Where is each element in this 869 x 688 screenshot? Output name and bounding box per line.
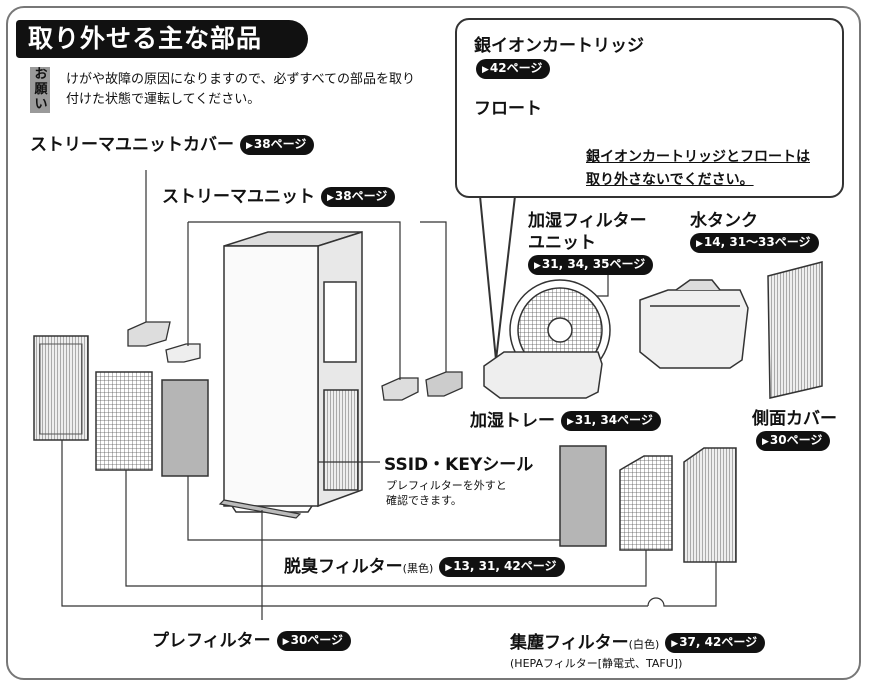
side-cover-ref[interactable]: 30ページ — [756, 431, 831, 451]
deodor-text: 脱臭フィルター — [284, 557, 403, 577]
callout-box — [455, 18, 844, 198]
streamer-unit-label: ストリーマユニット 38ページ — [162, 186, 396, 208]
deodor-label: 脱臭フィルター(黒色) 13, 31, 42ページ — [284, 556, 565, 580]
dust-filter-left — [33, 335, 89, 441]
warning-line-1: 銀イオンカートリッジとフロートは — [586, 149, 810, 165]
warning-line-2: 取り外さないでください。 — [586, 172, 754, 188]
humidifier-tray — [483, 351, 603, 399]
ssid-note-1: プレフィルターを外すと — [386, 479, 507, 492]
humid-tray-text: 加湿トレー — [470, 411, 555, 431]
streamer-unit-parts — [381, 371, 463, 401]
prefilter-text: プレフィルター — [152, 631, 271, 651]
streamer-cover-text: ストリーマユニットカバー — [30, 135, 234, 155]
prefilter-label: プレフィルター30ページ — [152, 630, 352, 652]
side-cover-ref-row: 30ページ — [750, 430, 831, 452]
prefilter-right — [559, 445, 607, 547]
streamer-unit-text: ストリーマユニット — [162, 187, 315, 207]
prefilter-ref[interactable]: 30ページ — [276, 631, 352, 651]
humid-filter-ref-row: 31, 34, 35ページ — [522, 254, 654, 276]
ssid-note-2: 確認できます。 — [386, 494, 462, 507]
streamer-cover-parts — [127, 321, 201, 363]
float-label: フロート — [474, 99, 542, 119]
cartridge-label-text: 銀イオンカートリッジ — [474, 36, 644, 56]
streamer-cover-label: ストリーマユニットカバー 38ページ — [30, 134, 315, 156]
bottom-bar — [218, 499, 302, 519]
side-cover-label: 側面カバー — [752, 409, 837, 429]
water-tank-ref[interactable]: 14, 31〜33ページ — [690, 233, 819, 253]
deodor-sub: (黒色) — [402, 562, 434, 575]
humid-tray-label: 加湿トレー 31, 34ページ — [470, 410, 661, 432]
notice-text: けがや故障の原因になりますので、必ずすべての部品を取り付けた状態で運転してくださ… — [66, 72, 416, 107]
purifier-body — [223, 230, 363, 513]
humid-filter-label-2: ユニット — [528, 233, 596, 253]
notice-box: お願い けがや故障の原因になりますので、必ずすべての部品を取り付けた状態で運転し… — [30, 67, 415, 113]
dust-sub: (白色) — [628, 638, 660, 651]
humid-tray-ref[interactable]: 31, 34ページ — [561, 411, 661, 431]
cartridge-ref-row: 42ページ — [470, 58, 551, 80]
dust-note: (HEPAフィルター[静電式、TAFU]) — [510, 657, 683, 670]
water-tank — [639, 279, 749, 369]
streamer-unit-ref[interactable]: 38ページ — [321, 187, 396, 207]
water-tank-label: 水タンク — [690, 211, 758, 231]
dust-ref[interactable]: 37, 42ページ — [665, 633, 766, 653]
prefilter-left — [161, 379, 209, 477]
water-tank-ref-row: 14, 31〜33ページ — [684, 232, 819, 254]
humid-filter-label-1: 加湿フィルター — [528, 211, 647, 231]
dust-text: 集塵フィルター — [510, 633, 629, 653]
cartridge-label: 銀イオンカートリッジ — [474, 35, 644, 57]
humid-filter-ref[interactable]: 31, 34, 35ページ — [528, 255, 654, 275]
dust-label: 集塵フィルター(白色) 37, 42ページ — [510, 632, 766, 656]
deodor-filter-right — [619, 455, 673, 551]
deodor-filter-left — [95, 371, 153, 471]
page-title: 取り外せる主な部品 — [16, 20, 308, 58]
cartridge-ref[interactable]: 42ページ — [476, 59, 551, 79]
notice-bar — [30, 67, 50, 113]
deodor-ref[interactable]: 13, 31, 42ページ — [439, 557, 565, 577]
page-frame — [6, 6, 861, 680]
ssid-label: SSID・KEYシール — [384, 455, 534, 475]
dust-filter-right — [683, 447, 737, 563]
streamer-cover-ref[interactable]: 38ページ — [240, 135, 315, 155]
side-cover — [767, 261, 823, 399]
notice-tag: お願い — [34, 67, 48, 112]
